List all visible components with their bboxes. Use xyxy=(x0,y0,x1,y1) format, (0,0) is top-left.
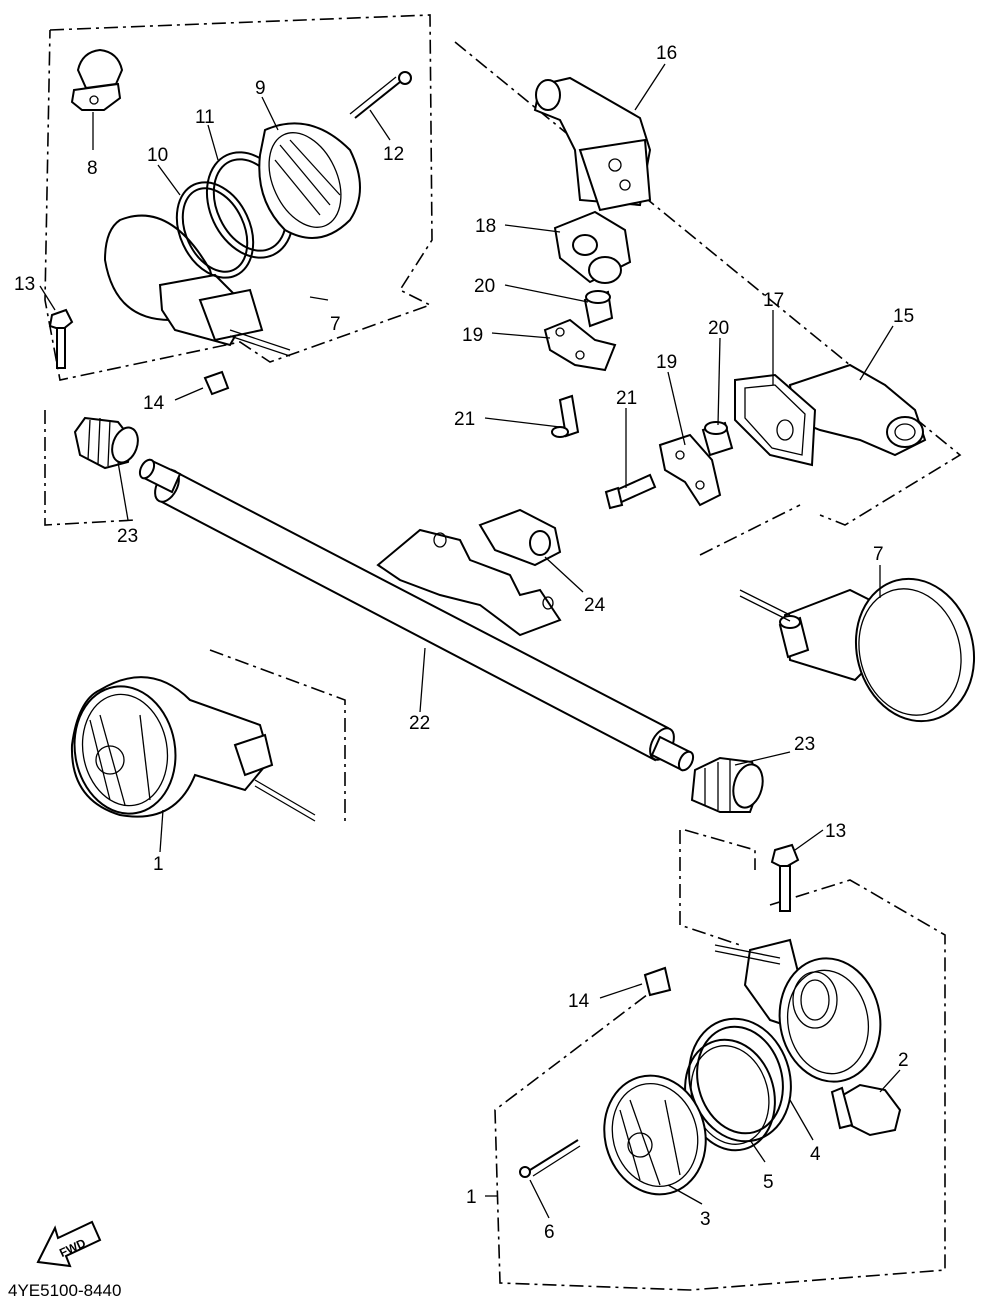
lamp-lower-left xyxy=(70,676,316,822)
screw-lower-right xyxy=(519,1139,581,1178)
grip-end-right xyxy=(690,756,764,813)
callout-11: 11 xyxy=(195,107,215,128)
collar-20b xyxy=(701,421,734,457)
collar-upper-left xyxy=(203,370,230,396)
bulb-lower-right xyxy=(830,1083,902,1137)
callout-3: 3 xyxy=(700,1209,711,1230)
lens-lower-right xyxy=(603,1074,707,1196)
lamp-housing-lower-right xyxy=(714,938,882,1083)
callout-17: 17 xyxy=(763,290,784,311)
plate-17 xyxy=(734,373,817,467)
callout-20-upper: 20 xyxy=(474,276,495,297)
callout-10: 10 xyxy=(147,145,168,166)
stay-lower xyxy=(788,363,927,457)
callout-5: 5 xyxy=(763,1172,774,1193)
callout-19-lower: 19 xyxy=(656,352,677,373)
group-outline-mid-right-lamp xyxy=(699,504,801,556)
callout-2: 2 xyxy=(898,1050,909,1071)
gasket-upper-left xyxy=(175,181,255,279)
callout-8: 8 xyxy=(87,158,98,179)
forward-arrow-icon: FWD xyxy=(36,1220,102,1268)
collar-20a xyxy=(583,290,614,328)
callout-23-left: 23 xyxy=(117,526,138,547)
diagram-code: 4YE5100-8440 xyxy=(8,1281,121,1300)
bolt-upper-left xyxy=(48,308,74,369)
callout-21-lower: 21 xyxy=(616,388,637,409)
group-outline-upper-right-stays xyxy=(454,41,962,526)
handlebar-bracket xyxy=(376,508,562,637)
callout-13-upper-left: 13 xyxy=(14,274,35,295)
handlebar xyxy=(138,458,695,772)
callout-1-lower-right: 1 xyxy=(466,1187,477,1208)
lens-upper-left xyxy=(103,214,264,347)
callout-21-upper: 21 xyxy=(454,409,475,430)
plate-19b xyxy=(658,433,722,507)
callout-13-lower-right: 13 xyxy=(825,821,846,842)
leader-lines xyxy=(39,63,901,1219)
callout-14-lower-right: 14 xyxy=(568,991,590,1012)
group-outline-lower-right-upper xyxy=(679,830,741,946)
callout-19-upper: 19 xyxy=(462,325,483,346)
callout-23-right: 23 xyxy=(794,734,815,755)
group-outline-lower-right-lamp xyxy=(494,879,946,1291)
callout-18: 18 xyxy=(475,216,496,237)
bulb-upper-left xyxy=(70,48,124,111)
screw-21a xyxy=(551,394,580,438)
bolt-lower-right xyxy=(770,843,800,912)
group-outline-upper-left-lamp xyxy=(44,14,433,381)
lamp-housing-upper-left xyxy=(258,122,361,239)
group-outline-lower-left-lamp xyxy=(209,649,346,825)
callout-14-upper-left: 14 xyxy=(143,393,165,414)
callout-20-lower: 20 xyxy=(708,318,729,339)
callout-4: 4 xyxy=(810,1144,821,1165)
screw-21b xyxy=(604,473,657,510)
callout-16: 16 xyxy=(656,43,677,64)
plate-18 xyxy=(553,210,632,284)
callout-24: 24 xyxy=(584,595,606,616)
collar-lower-right xyxy=(643,966,672,997)
wire-upper-left xyxy=(229,329,291,357)
callout-6: 6 xyxy=(544,1222,555,1243)
grip-end-left xyxy=(73,416,139,470)
callout-1-lower-left: 1 xyxy=(153,854,164,875)
lamp-mid-right xyxy=(739,577,976,723)
callout-7-upper-left: 7 xyxy=(330,314,341,335)
stay-upper xyxy=(533,76,652,212)
screw-upper-left xyxy=(349,71,412,119)
group-outline-lower-right-grip xyxy=(684,829,756,870)
callout-7-mid-right: 7 xyxy=(873,544,884,565)
callout-15: 15 xyxy=(893,306,914,327)
callout-12: 12 xyxy=(383,144,404,165)
callout-9: 9 xyxy=(255,78,266,99)
plate-19a xyxy=(543,318,617,372)
callout-22: 22 xyxy=(409,713,430,734)
group-outline-mid-left-grip xyxy=(44,410,136,526)
